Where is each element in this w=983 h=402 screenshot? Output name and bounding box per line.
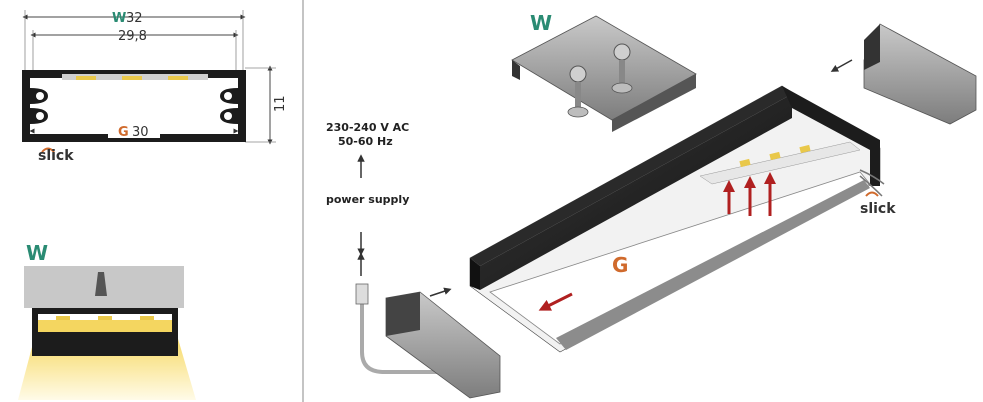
screw-icon — [613, 43, 631, 61]
profile-end-face — [782, 86, 880, 186]
insert-arrow-red-icon — [538, 292, 573, 311]
led-chip — [168, 76, 188, 80]
base-label-g: G — [118, 125, 129, 140]
light-output-illustration: W — [18, 241, 196, 400]
slick-logo-icon — [41, 147, 55, 153]
led-strip-inside — [699, 141, 861, 185]
slick-logo-icon — [865, 191, 879, 197]
wire — [859, 175, 883, 197]
insert-arrow-icon — [429, 287, 452, 297]
bracket-label-w: W — [530, 11, 552, 35]
connector-plug — [355, 283, 369, 305]
width-label-w: W — [112, 11, 126, 26]
lighting-label-w: W — [26, 241, 48, 265]
screw-icon — [569, 65, 587, 83]
assembly-brand-logo: slick — [860, 201, 896, 217]
led-chip — [739, 158, 751, 168]
lens-light — [38, 320, 172, 332]
voltage-text: 230-240 V AC — [326, 121, 409, 134]
exploded-assembly: 230-240 V AC 50-60 Hz power supply G — [326, 11, 977, 399]
screw-icon — [95, 272, 107, 296]
profile-outline — [22, 70, 246, 142]
led-chip — [76, 76, 96, 80]
width-value: 32 — [126, 11, 143, 26]
profile-cross-section: W 32 29,8 11 G 30 sli — [22, 10, 288, 164]
led-chip — [799, 144, 811, 154]
bracket-edge — [612, 74, 696, 132]
profile-side-wall — [480, 94, 792, 290]
height-value: 11 — [273, 95, 288, 112]
inner-width-value: 29,8 — [118, 29, 147, 44]
right-end-cap — [863, 23, 977, 125]
power-supply-label: power supply — [326, 193, 409, 206]
diffuser-rail — [556, 180, 870, 350]
led-chip — [769, 151, 781, 161]
led-chip — [122, 76, 142, 80]
profile-wall-top — [470, 86, 792, 266]
base-value: 30 — [132, 125, 149, 140]
frequency-text: 50-60 Hz — [338, 135, 393, 148]
brand-logo: slick — [38, 148, 74, 164]
power-cable — [360, 290, 460, 374]
wire — [859, 169, 885, 185]
insert-arrow-icon — [830, 59, 853, 72]
end-cap-face — [386, 292, 420, 336]
diffuser-label-g: G — [612, 253, 628, 277]
